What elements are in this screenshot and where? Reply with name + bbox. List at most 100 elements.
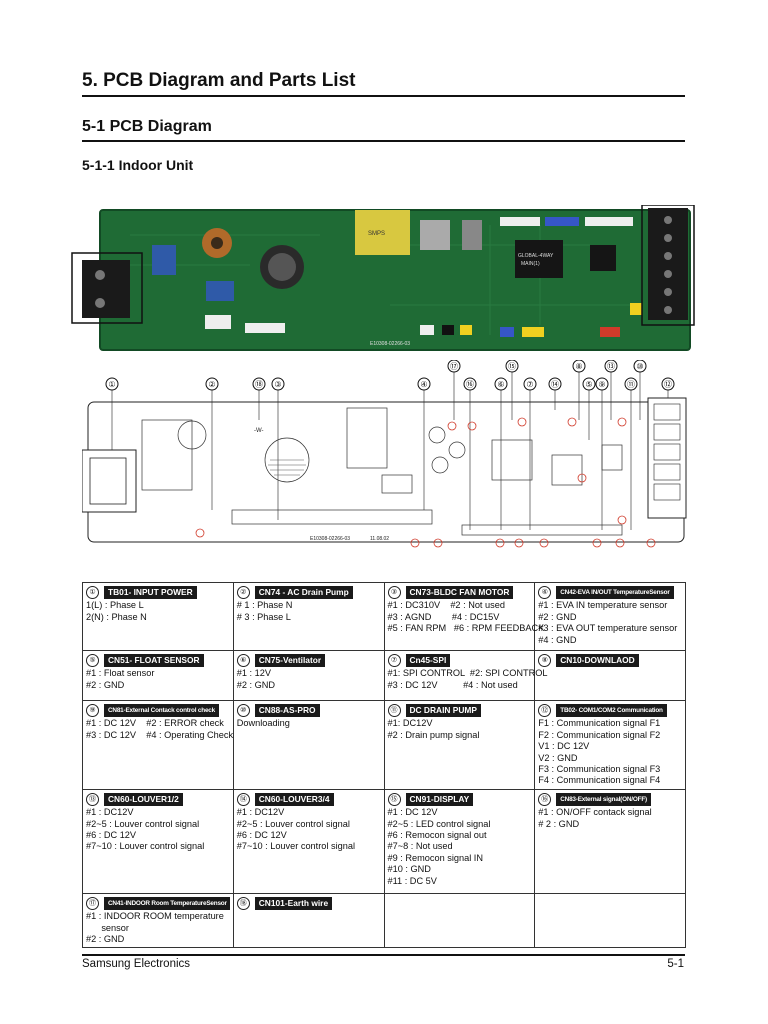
part-pin-line: #2 : GND — [538, 611, 577, 622]
part-number: ⑦ — [387, 654, 401, 668]
pcb-photo: SMPS GLOBAL-4WAY MAIN(1) E10308-02266-03 — [71, 205, 695, 351]
part-header: ⑤ CN51- FLOAT SENSOR — [86, 654, 230, 668]
x-capacitor — [152, 245, 176, 275]
part-number: ⑥ — [236, 654, 250, 668]
callout-row: ① ② ⑱ ③ ④ ⑰ ⑯ ⑥ ⑮ ⑦ ⑧ ⑭ ⑤ ⑬ ⑨ ⑪ ⑩ ⑫ — [105, 360, 675, 391]
part-number: ⑤ — [86, 654, 99, 668]
empty-cell — [383, 892, 536, 949]
callout-13: ⑬ — [607, 362, 615, 371]
part-title: CN41-INDOOR Room TemperatureSensor — [104, 896, 230, 911]
silk-label-2: MAIN(1) — [521, 261, 540, 267]
part-pin-line: #3 : AGND #4 : DC15V — [387, 611, 500, 622]
callout-12: ⑫ — [664, 380, 672, 389]
part-pin-line: F1 : Communication signal F1 — [538, 718, 661, 729]
part-pin-line: #10 : GND — [387, 864, 431, 875]
part-pin-line: #11 : DC 5V — [387, 875, 437, 886]
parts-row: ⑤ CN51- FLOAT SENSOR#1 : Float sensor #2 :… — [82, 650, 686, 701]
part-pin-line: #2 : GND — [236, 679, 276, 690]
callout-2: ② — [208, 380, 215, 389]
part-number: ⑭ — [236, 793, 250, 807]
part-pin-line: #7~8 : Not used — [387, 841, 453, 852]
part-number: ⑩ — [236, 704, 250, 718]
part-pin-line: #3 : DC 12V #4 : Operating Check — [86, 729, 234, 740]
part-number: ⑫ — [538, 704, 552, 718]
part-title: CN101-Earth wire — [254, 896, 333, 911]
part-pin-line: #1: DC12V — [387, 718, 433, 729]
subsection-title: 5-1-1 Indoor Unit — [82, 157, 194, 173]
part-pin-line: #1 : INDOOR ROOM temperature — [86, 911, 224, 922]
part-pin-line: Downloading — [236, 718, 290, 729]
part-title: CN75-Ventilator — [254, 654, 326, 668]
part-pin-line: #2 : Drain pump signal — [387, 729, 480, 740]
part-title: CN83-External signal(ON/OFF) — [556, 792, 651, 807]
silk-wm: -W- — [254, 428, 264, 434]
part-number: ⑰ — [86, 897, 99, 911]
title-rule — [82, 95, 685, 97]
part-pin-line: V1 : DC 12V — [538, 741, 590, 752]
silkscreen-board — [87, 401, 685, 543]
pcb-code: E10308-02266-03 — [370, 341, 410, 347]
part-pin-line: F3 : Communication signal F3 — [538, 764, 661, 775]
part-title: CN51- FLOAT SENSOR — [104, 654, 204, 668]
part-header: ⑥ CN75-Ventilator — [236, 654, 381, 668]
part-pin-line: 1(L) : Phase L — [86, 600, 144, 611]
part-number: ⑯ — [538, 793, 552, 807]
part-header: ⑨ CN81-External Contack control check — [86, 704, 230, 718]
part-pin-line: #6 : DC 12V — [86, 830, 137, 841]
callout-5: ⑤ — [585, 380, 592, 389]
callout-10: ⑩ — [636, 362, 643, 371]
part-title: TB02- COM1/COM2 Communication — [556, 704, 667, 718]
part-title: CN60-LOUVER1/2 — [104, 792, 183, 807]
part-pin-line: F2 : Communication signal F2 — [538, 729, 661, 740]
callout-6: ⑥ — [497, 380, 504, 389]
part-number: ⑮ — [387, 793, 401, 807]
terminal-block-right — [641, 205, 695, 326]
svg-text:SMPS: SMPS — [368, 231, 385, 237]
part-pin-line: #2 : GND — [86, 934, 125, 945]
part-pin-line: #1 : DC12V — [236, 807, 285, 818]
footer-page-number: 5-1 — [667, 958, 684, 970]
part-title: CN81-External Contack control check — [104, 704, 220, 718]
part-title: CN42-EVA IN/OUT TemperatureSensor — [556, 586, 674, 600]
part-pin-line: #3 : DC 12V #4 : Not used — [387, 679, 518, 690]
part-title: CN73-BLDC FAN MOTOR — [405, 586, 514, 600]
footer-company: Samsung Electronics — [82, 958, 191, 970]
callout-7: ⑦ — [526, 380, 533, 389]
callout-18: ⑱ — [255, 380, 263, 389]
silk-date: 11.08.02 — [370, 536, 389, 542]
part-title: CN60-LOUVER3/4 — [254, 792, 334, 807]
part-pin-line: # 2 : GND — [538, 818, 580, 829]
part-pin-line: #4 : GND — [538, 634, 577, 645]
part-number: ⑨ — [86, 704, 99, 718]
part-number: ⑪ — [387, 704, 401, 718]
part-pin-line: sensor — [86, 922, 129, 933]
part-number: ⑧ — [538, 654, 552, 668]
part-pin-line: #7~10 : Louver control signal — [236, 841, 355, 852]
part-pin-line: # 1 : Phase N — [236, 600, 293, 611]
part-pin-line: #2~5 : Louver control signal — [236, 818, 350, 829]
part-pin-line: #1 : Float sensor — [86, 668, 155, 679]
parts-row: ⑰ CN41-INDOOR Room TemperatureSensor#1 : … — [82, 892, 686, 949]
part-cell: ⑰ CN41-INDOOR Room TemperatureSensor#1 : … — [82, 892, 234, 949]
part-pin-line: #1 : DC12V — [86, 807, 134, 818]
